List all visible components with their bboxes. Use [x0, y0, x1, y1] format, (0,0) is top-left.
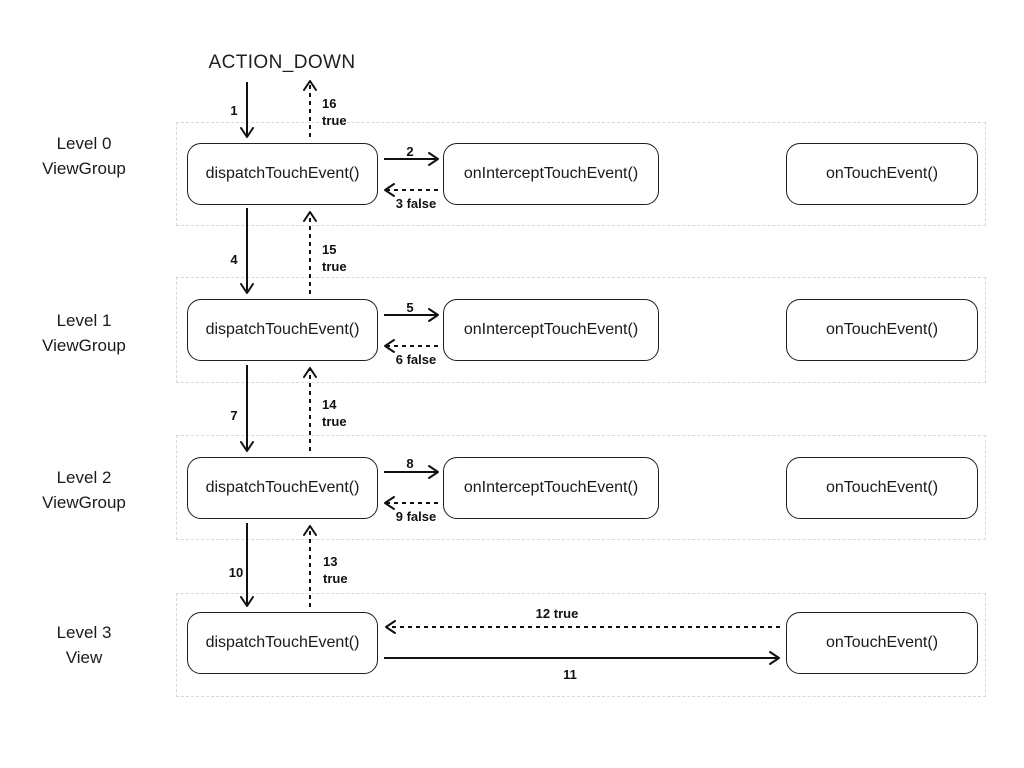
- level-0-dispatch-box: dispatchTouchEvent(): [187, 143, 378, 205]
- level-3-container: [176, 593, 986, 697]
- arrow-6-label: 6 false: [395, 352, 437, 367]
- arrow-7-label: 7: [230, 408, 238, 423]
- arrow-13-label: 13 true: [323, 553, 348, 587]
- arrow-14-result: true: [322, 414, 347, 429]
- level-2-container: [176, 435, 986, 540]
- level-1-container: [176, 277, 986, 383]
- level-2-label: Level 2 ViewGroup: [9, 465, 159, 515]
- arrow-5-label: 5: [406, 300, 414, 315]
- arrow-12-label: 12 true: [535, 606, 579, 621]
- level-0-container: [176, 122, 986, 226]
- level-2-dispatch-box: dispatchTouchEvent(): [187, 457, 378, 519]
- level-1-label: Level 1 ViewGroup: [9, 308, 159, 358]
- arrow-1-label: 1: [230, 103, 238, 118]
- arrow-16-label: 16 true: [322, 95, 347, 129]
- level-1-intercept-box: onInterceptTouchEvent(): [443, 299, 659, 361]
- arrow-13-number: 13: [323, 554, 338, 569]
- level-3-label: Level 3 View: [9, 620, 159, 670]
- level-2-intercept-box: onInterceptTouchEvent(): [443, 457, 659, 519]
- level-0-label-line1: Level 0: [56, 134, 112, 153]
- level-3-label-line1: Level 3: [56, 623, 112, 642]
- level-1-touch-box: onTouchEvent(): [786, 299, 978, 361]
- arrow-10-label: 10: [228, 565, 244, 580]
- arrow-13-result: true: [323, 571, 348, 586]
- arrow-14-number: 14: [322, 397, 337, 412]
- level-0-intercept-box: onInterceptTouchEvent(): [443, 143, 659, 205]
- level-0-label: Level 0 ViewGroup: [9, 131, 159, 181]
- arrow-2-label: 2: [406, 144, 414, 159]
- diagram-title: ACTION_DOWN: [208, 52, 356, 73]
- level-2-touch-box: onTouchEvent(): [786, 457, 978, 519]
- level-0-label-line2: ViewGroup: [42, 159, 126, 178]
- level-1-label-line1: Level 1: [56, 311, 112, 330]
- level-2-label-line1: Level 2: [56, 468, 112, 487]
- arrow-4-label: 4: [230, 252, 238, 267]
- arrow-3-label: 3 false: [395, 196, 437, 211]
- level-3-label-line2: View: [65, 648, 103, 667]
- level-0-touch-box: onTouchEvent(): [786, 143, 978, 205]
- arrow-16-number: 16: [322, 96, 337, 111]
- arrow-15-result: true: [322, 259, 347, 274]
- level-1-dispatch-box: dispatchTouchEvent(): [187, 299, 378, 361]
- level-1-label-line2: ViewGroup: [42, 336, 126, 355]
- arrow-15-label: 15 true: [322, 241, 347, 275]
- level-3-dispatch-box: dispatchTouchEvent(): [187, 612, 378, 674]
- level-2-label-line2: ViewGroup: [42, 493, 126, 512]
- arrow-8-label: 8: [406, 456, 414, 471]
- arrow-9-label: 9 false: [395, 509, 437, 524]
- arrow-11-label: 11: [563, 667, 577, 682]
- arrow-14-label: 14 true: [322, 396, 347, 430]
- arrow-16-result: true: [322, 113, 347, 128]
- level-3-touch-box: onTouchEvent(): [786, 612, 978, 674]
- arrow-15-number: 15: [322, 242, 337, 257]
